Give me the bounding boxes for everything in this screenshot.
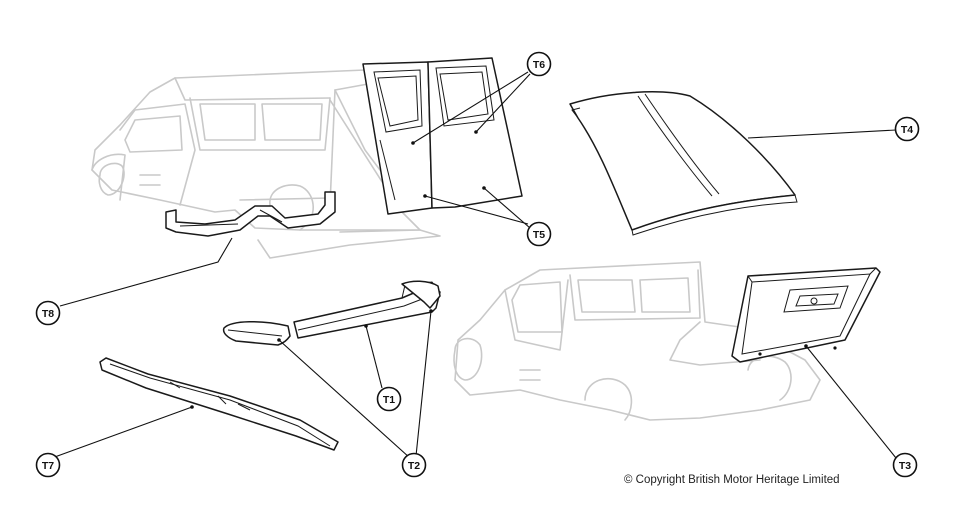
pickup-ghost-illustration <box>453 261 821 421</box>
callout-t1: T1 <box>376 386 402 412</box>
callout-t2: T2 <box>401 452 427 478</box>
callout-t6-label: T6 <box>533 59 545 71</box>
callout-t5-label: T5 <box>533 229 545 241</box>
callout-t7: T7 <box>35 452 61 478</box>
rear-doors-part <box>362 57 523 215</box>
roof-panel-part <box>569 91 798 236</box>
callout-t7-label: T7 <box>42 460 54 472</box>
callout-t6: T6 <box>526 51 552 77</box>
callout-t4-label: T4 <box>901 124 913 136</box>
leader-lines <box>51 71 897 459</box>
callout-t4: T4 <box>894 116 920 142</box>
tailgate-part <box>731 267 881 363</box>
callout-t8-label: T8 <box>42 308 54 320</box>
rear-crossmember-part <box>165 191 336 237</box>
sill-step-parts <box>222 280 441 346</box>
callout-t5: T5 <box>526 221 552 247</box>
callout-t2-label: T2 <box>408 460 420 472</box>
callout-t8: T8 <box>35 300 61 326</box>
callout-t3: T3 <box>892 452 918 478</box>
copyright-notice: © Copyright British Motor Heritage Limit… <box>624 474 840 486</box>
callout-t1-label: T1 <box>383 394 395 406</box>
floor-crossmember-part <box>99 357 339 451</box>
callout-t3-label: T3 <box>899 460 911 472</box>
